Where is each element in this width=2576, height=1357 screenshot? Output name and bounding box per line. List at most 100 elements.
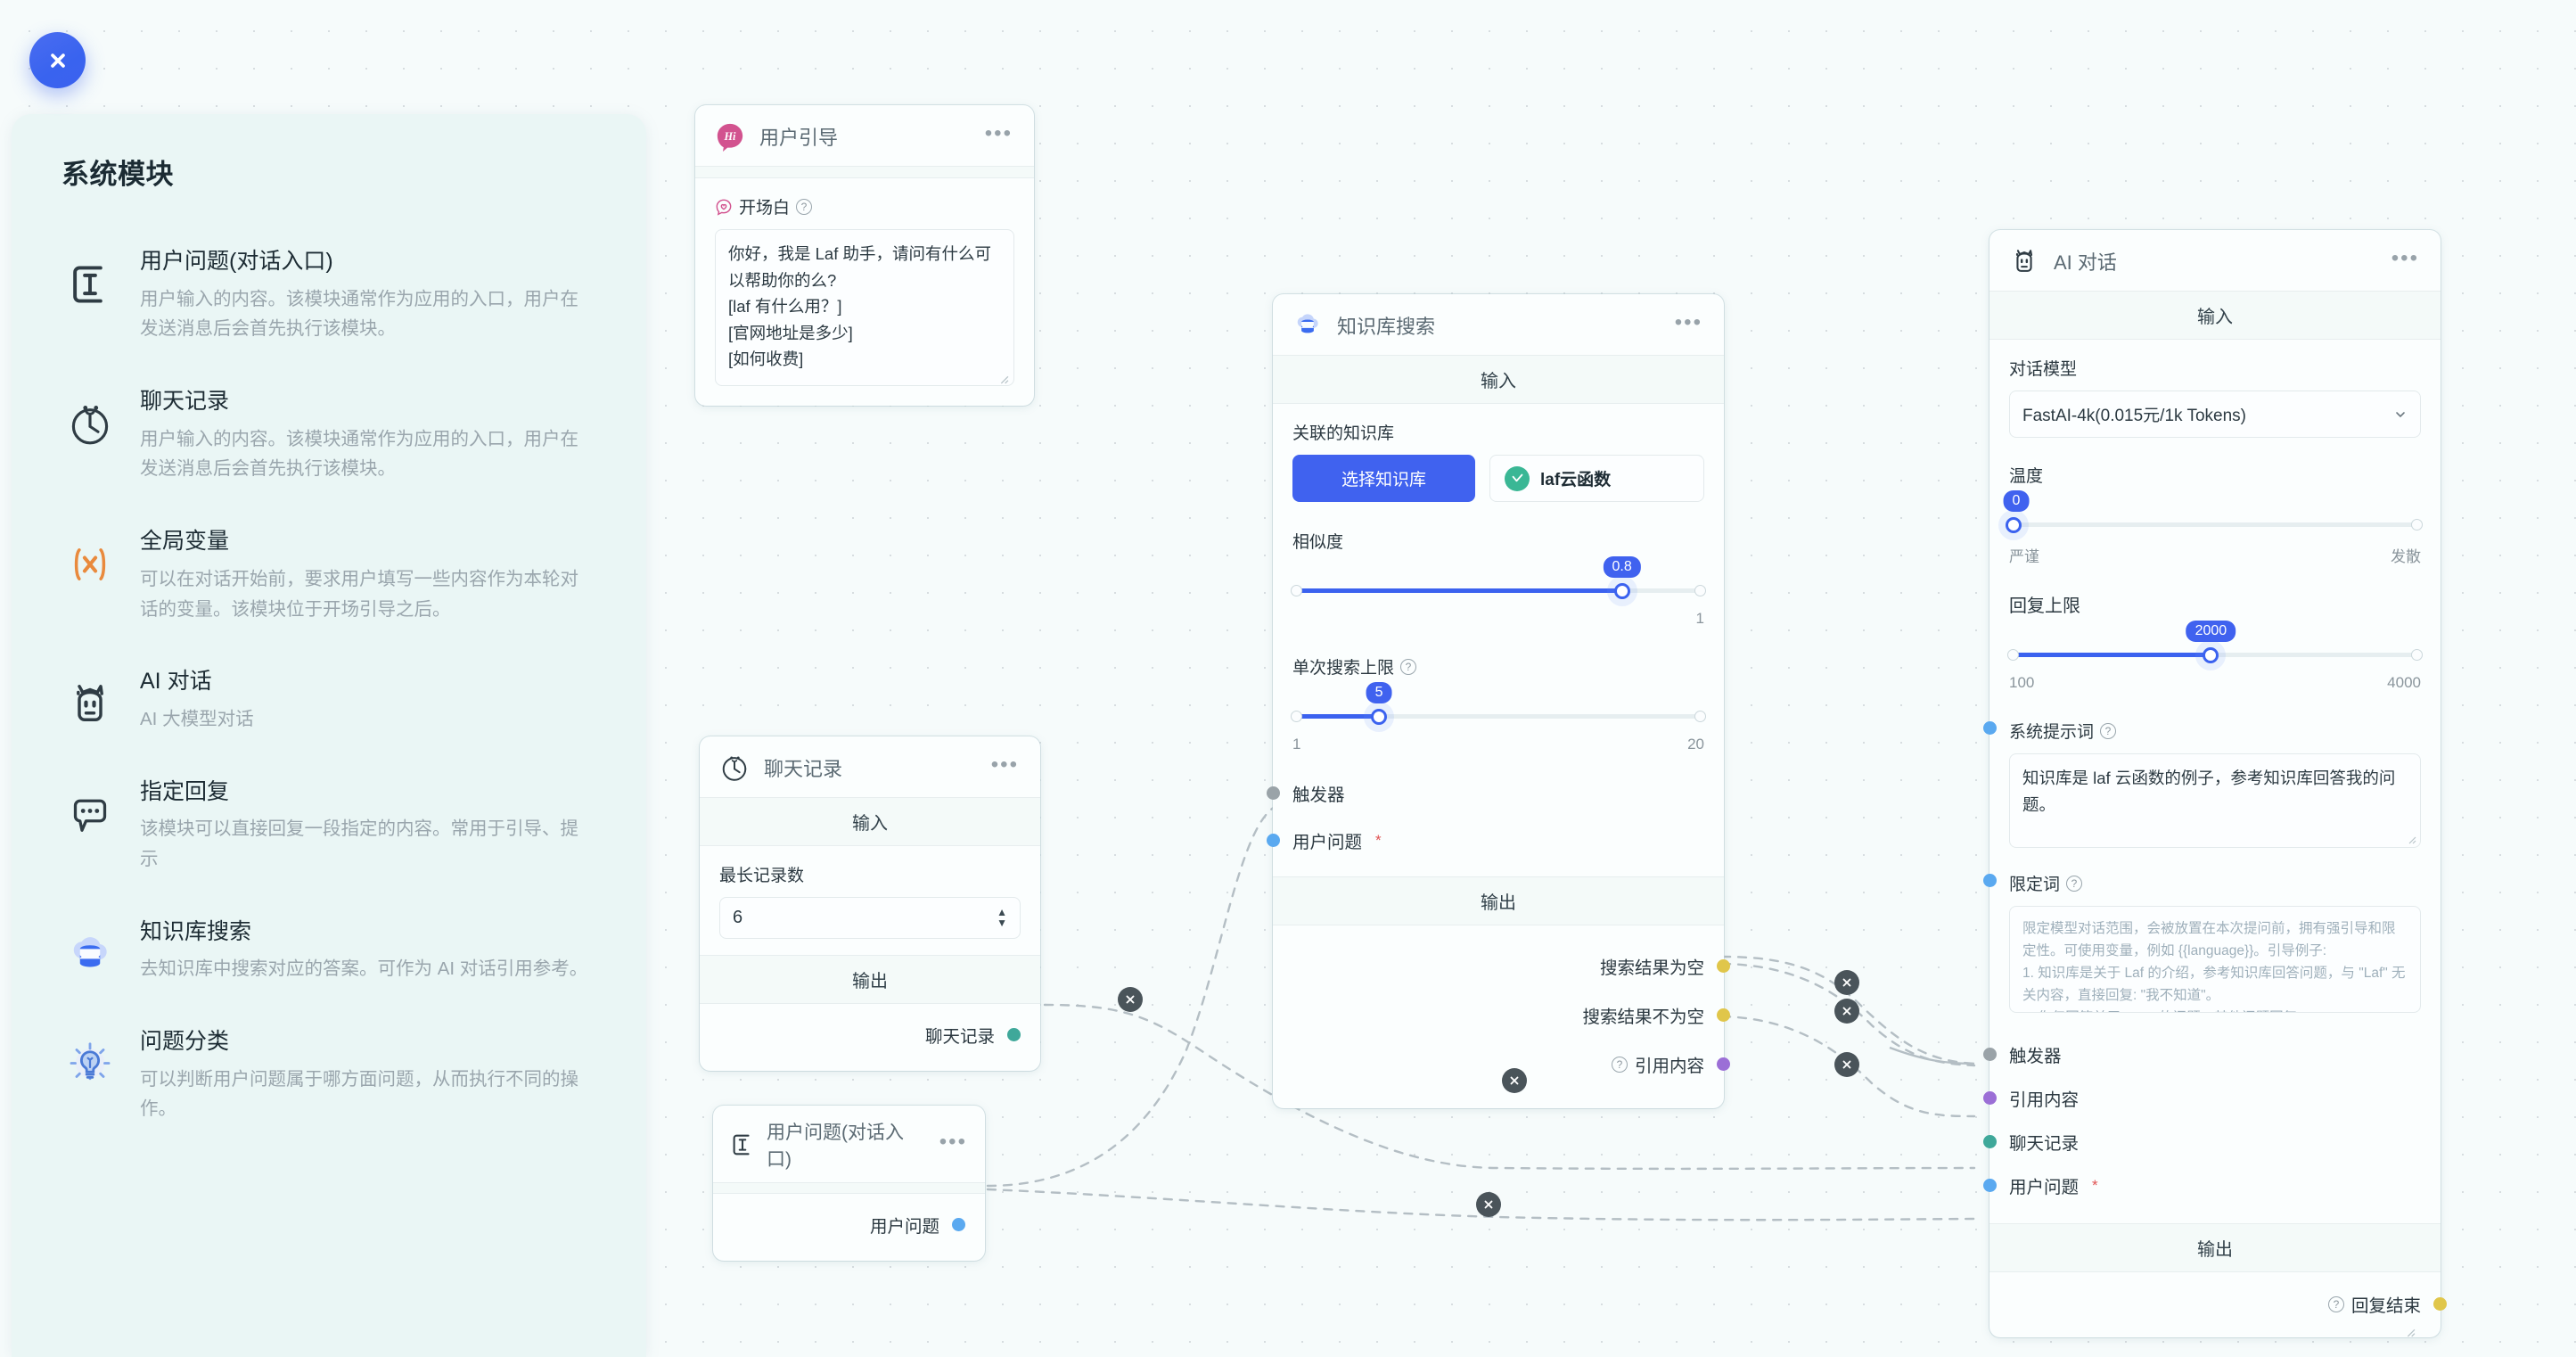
module-text: 知识库搜索 去知识库中搜索对应的答案。可作为 AI 对话引用参考。	[140, 914, 593, 984]
port-dot[interactable]	[1983, 874, 1997, 887]
input-port-trigger[interactable]: 触发器	[1983, 1032, 2421, 1076]
edge-delete-handle[interactable]	[1118, 987, 1143, 1012]
output-port-quote[interactable]: ? 引用内容	[1292, 1040, 1730, 1089]
input-band-label: 输入	[1989, 291, 2441, 340]
more-dots-icon[interactable]: •••	[1674, 310, 1702, 334]
port-dot[interactable]	[1717, 1057, 1730, 1071]
input-port-label: 触发器	[2009, 1047, 2062, 1066]
node-kb-search[interactable]: 知识库搜索 ••• 输入 关联的知识库 选择知识库 laf云函数 相似度	[1267, 294, 1730, 1108]
port-dot[interactable]	[1717, 1008, 1730, 1022]
module-name: 全局变量	[140, 529, 230, 555]
stepper-up-icon[interactable]: ▲	[997, 906, 1007, 918]
input-port-user-question[interactable]: 用户问题*	[1267, 817, 1704, 864]
input-port-label: 用户问题	[1292, 833, 1363, 852]
stepper-down-icon[interactable]: ▼	[997, 917, 1007, 929]
kb-tag-laf[interactable]: laf云函数	[1489, 455, 1704, 502]
port-dot[interactable]	[1983, 1048, 1997, 1061]
select-kb-button[interactable]: 选择知识库	[1292, 455, 1475, 502]
temperature-value-bubble: 0	[2003, 490, 2030, 512]
sidebar-item-user-question[interactable]: 用户问题(对话入口) 用户输入的内容。该模块通常作为应用的入口，用户在发送消息后…	[54, 224, 603, 364]
temperature-slider[interactable]: 0	[2003, 490, 2423, 540]
sidebar-item-global-variable[interactable]: 全局变量 可以在对话开始前，要求用户填写一些内容作为本轮对话的变量。该模块位于开…	[54, 504, 603, 644]
port-dot[interactable]	[1007, 1028, 1021, 1041]
system-prompt-input[interactable]: 知识库是 laf 云函数的例子，参考知识库回答我的问题。	[2009, 753, 2421, 848]
question-mark-icon[interactable]: ?	[2066, 875, 2083, 892]
port-dot[interactable]	[1267, 834, 1280, 847]
sidebar-item-ai-chat[interactable]: AI 对话 AI 大模型对话	[54, 644, 603, 753]
hi-bubble-icon: Hi	[715, 121, 745, 152]
database-cloud-icon	[1292, 310, 1323, 341]
slider-min-handle	[1291, 585, 1302, 596]
port-dot[interactable]	[1983, 1135, 1997, 1148]
similarity-slider[interactable]: 0.8	[1291, 556, 1706, 606]
sidebar-item-specified-reply[interactable]: 指定回复 该模块可以直接回复一段指定的内容。常用于引导、提示	[54, 754, 603, 894]
slider-knob[interactable]	[2006, 517, 2022, 533]
output-band-label: 输出	[1273, 876, 1724, 925]
module-desc: 去知识库中搜索对应的答案。可作为 AI 对话引用参考。	[140, 958, 588, 980]
more-dots-icon[interactable]: •••	[984, 121, 1013, 145]
edge-delete-handle[interactable]	[1834, 1052, 1859, 1077]
slider-knob[interactable]	[2203, 647, 2219, 663]
sidebar-item-question-classify[interactable]: 问题分类 可以判断用户问题属于哪方面问题，从而执行不同的操作。	[54, 1004, 603, 1144]
input-port-quote[interactable]: 引用内容	[1983, 1076, 2421, 1120]
input-port-chat-history[interactable]: 聊天记录	[1983, 1120, 2421, 1164]
more-dots-icon[interactable]: •••	[990, 753, 1019, 777]
more-dots-icon[interactable]: •••	[2391, 246, 2419, 270]
edge-delete-handle[interactable]	[1476, 1192, 1501, 1217]
slider-knob[interactable]	[1613, 583, 1630, 599]
model-select[interactable]: FastAI-4k(0.015元/1k Tokens)	[2009, 391, 2421, 438]
resize-grip-icon[interactable]	[2404, 1326, 2416, 1337]
input-port-label: 用户问题	[2009, 1178, 2080, 1197]
output-port-search-empty[interactable]: 搜索结果为空	[1292, 942, 1730, 991]
kb-tag-label: laf云函数	[1540, 471, 1612, 489]
question-mark-icon[interactable]: ?	[1611, 1056, 1628, 1073]
port-dot[interactable]	[1717, 959, 1730, 973]
question-mark-icon[interactable]: ?	[2100, 722, 2117, 739]
welcome-text-input[interactable]: 你好，我是 Laf 助手，请问有什么可以帮助你的么? [laf 有什么用？] […	[715, 229, 1014, 386]
port-dot[interactable]	[1983, 721, 1997, 735]
close-button[interactable]	[29, 32, 86, 88]
output-port-reply-end[interactable]: ? 回复结束	[2009, 1287, 2447, 1321]
node-user-question[interactable]: 用户问题(对话入口) ••• 用户问题	[713, 1106, 985, 1261]
search-limit-slider[interactable]: 5	[1291, 682, 1706, 732]
node-user-guide[interactable]: Hi 用户引导 ••• 开场白 ? 你好，我是 Laf 助手，请问有什么可以帮助…	[695, 105, 1034, 406]
input-port-trigger[interactable]: 触发器	[1267, 769, 1704, 817]
more-dots-icon[interactable]: •••	[939, 1130, 967, 1154]
max-tokens-value-bubble: 2000	[2186, 621, 2236, 642]
max-records-input[interactable]: 6 ▲ ▼	[719, 897, 1021, 939]
question-mark-icon[interactable]: ?	[1400, 658, 1417, 675]
max-tokens-slider[interactable]: 2000	[2007, 621, 2423, 670]
chat-bubble-icon	[63, 788, 117, 842]
close-icon	[50, 53, 65, 68]
port-dot[interactable]	[952, 1218, 965, 1231]
edge-delete-handle[interactable]	[1502, 1068, 1527, 1093]
port-dot[interactable]	[1983, 1091, 1997, 1105]
output-port-search-not-empty[interactable]: 搜索结果不为空	[1292, 991, 1730, 1040]
sidebar-item-chat-history[interactable]: 聊天记录 用户输入的内容。该模块通常作为应用的入口，用户在发送消息后会首先执行该…	[54, 364, 603, 504]
qualifier-input[interactable]: 限定模型对话范围，会被放置在本次提问前，拥有强引导和限定性。可使用变量，例如 {…	[2009, 906, 2421, 1013]
port-dot[interactable]	[1983, 1179, 1997, 1192]
output-port-label: 引用内容	[1634, 1057, 1704, 1076]
output-port-user-question[interactable]: 用户问题	[733, 1206, 965, 1243]
question-mark-icon[interactable]: ?	[2327, 1295, 2344, 1312]
question-mark-icon[interactable]: ?	[796, 198, 813, 215]
search-limit-min-label: 1	[1292, 736, 1301, 753]
resize-grip-icon[interactable]	[2406, 834, 2416, 844]
resize-grip-icon[interactable]	[997, 373, 1009, 384]
lightbulb-icon	[63, 1038, 117, 1091]
output-port-chat-history[interactable]: 聊天记录	[719, 1016, 1021, 1053]
sidebar-item-kb-search[interactable]: 知识库搜索 去知识库中搜索对应的答案。可作为 AI 对话引用参考。	[54, 894, 603, 1004]
slider-knob[interactable]	[1371, 709, 1388, 725]
edge-delete-handle[interactable]	[1834, 999, 1859, 1024]
node-chat-history[interactable]: 聊天记录 ••• 输入 最长记录数 6 ▲ ▼ 输出 聊天记录	[700, 736, 1040, 1071]
kb-row: 选择知识库 laf云函数	[1292, 455, 1704, 502]
max-tokens-min-label: 100	[2009, 674, 2035, 691]
edge-delete-handle[interactable]	[1834, 970, 1859, 995]
port-dot[interactable]	[1267, 786, 1280, 800]
stepper-arrows[interactable]: ▲ ▼	[997, 906, 1007, 929]
input-port-user-question[interactable]: 用户问题*	[1983, 1164, 2421, 1207]
node-ai-chat[interactable]: AI 对话 ••• 输入 对话模型 FastAI-4k(0.015元/1k To…	[1983, 230, 2447, 1337]
port-dot[interactable]	[2433, 1297, 2447, 1311]
slider-rail	[2009, 522, 2421, 527]
